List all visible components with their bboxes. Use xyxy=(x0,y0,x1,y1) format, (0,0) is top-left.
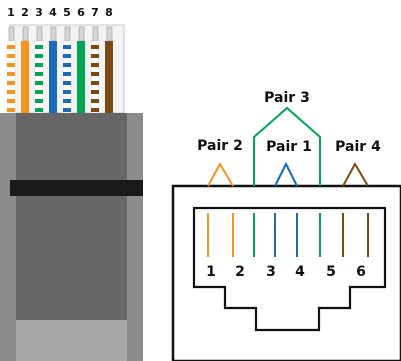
plug-pin-number-7: 7 xyxy=(91,6,99,19)
plug-wire-3-stripe xyxy=(35,45,43,49)
plug-wire-1-stripe xyxy=(7,45,15,49)
contact-4 xyxy=(50,26,57,42)
plug-wire-3-stripe xyxy=(35,63,43,67)
plug-wire-5-stripe xyxy=(63,90,71,94)
plug-pin-number-6: 6 xyxy=(77,6,85,19)
pair3-label: Pair 3 xyxy=(264,90,310,106)
plug-connector: 1 2 3 4 5 6 7 8 xyxy=(0,6,143,361)
plug-wire-5-stripe xyxy=(63,81,71,85)
plug-pin-number-1: 1 xyxy=(7,6,15,19)
contact-5 xyxy=(64,26,71,42)
plug-pin-number-8: 8 xyxy=(105,6,113,19)
pair-connectors xyxy=(207,106,369,187)
pair-labels: Pair 3 Pair 2 Pair 1 Pair 4 xyxy=(197,90,381,155)
plug-pin-number-4: 4 xyxy=(49,6,57,19)
plug-wire-1-stripe xyxy=(7,72,15,76)
plug-wire-1-stripe xyxy=(7,54,15,58)
jack-pin-number-2: 2 xyxy=(235,264,245,280)
jack-frame xyxy=(171,184,401,361)
plug-wire-2 xyxy=(21,41,29,113)
plug-wire-8 xyxy=(105,41,113,113)
plug-body xyxy=(16,113,127,361)
plug-wire-5-stripe xyxy=(63,108,71,112)
plug-wire-3-stripe xyxy=(35,108,43,112)
plug-pin-number-3: 3 xyxy=(35,6,43,19)
contact-3 xyxy=(36,26,43,42)
contact-8 xyxy=(106,26,113,42)
plug-wire-6 xyxy=(77,41,85,113)
plug-wire-5-stripe xyxy=(63,54,71,58)
pair2-connector xyxy=(207,161,234,187)
contact-2 xyxy=(22,26,29,42)
plug-pin-number-5: 5 xyxy=(63,6,71,19)
plug-pin-number-2: 2 xyxy=(21,6,29,19)
plug-wire-3-stripe xyxy=(35,72,43,76)
plug-wire-7-stripe xyxy=(91,72,99,76)
plug-wire-7-stripe xyxy=(91,81,99,85)
plug-wire-1-stripe xyxy=(7,90,15,94)
plug-wire-7-stripe xyxy=(91,54,99,58)
contact-7 xyxy=(92,26,99,42)
plug-wire-5-stripe xyxy=(63,99,71,103)
contact-1 xyxy=(8,26,15,42)
jack-pin-number-5: 5 xyxy=(326,264,336,280)
plug-wire-7-stripe xyxy=(91,45,99,49)
pair1-label: Pair 1 xyxy=(266,139,312,155)
plug-wire-5-stripe xyxy=(63,72,71,76)
plug-wire-3-stripe xyxy=(35,54,43,58)
plug-wire-7-stripe xyxy=(91,108,99,112)
plug-wire-3-stripe xyxy=(35,99,43,103)
plug-wire-1-stripe xyxy=(7,63,15,67)
pair4-label: Pair 4 xyxy=(335,139,381,155)
jack-socket-outline xyxy=(192,206,387,332)
contact-6 xyxy=(78,26,85,42)
jack-pin-numbers: 1 2 3 4 5 6 xyxy=(206,264,366,280)
plug-wire-1-stripe xyxy=(7,99,15,103)
pair4-connector xyxy=(342,161,369,187)
plug-boot xyxy=(16,320,127,361)
jack-connector: 1 2 3 4 5 6 Pair 3 Pair 2 Pair 1 Pair 4 xyxy=(171,90,401,361)
plug-wire-7-stripe xyxy=(91,63,99,67)
plug-wire-1-stripe xyxy=(7,81,15,85)
plug-wire-7-stripe xyxy=(91,99,99,103)
jack-contacts xyxy=(207,213,369,257)
pair2-label: Pair 2 xyxy=(197,138,243,154)
jack-pin-number-6: 6 xyxy=(356,264,366,280)
plug-wire-1-stripe xyxy=(7,108,15,112)
plug-pin-numbers: 1 2 3 4 5 6 7 8 xyxy=(7,6,113,19)
pair1-connector xyxy=(274,161,298,187)
plug-wires xyxy=(6,40,113,114)
plug-wire-3-stripe xyxy=(35,90,43,94)
pair3-connector xyxy=(253,106,321,186)
jack-pin-number-4: 4 xyxy=(295,264,305,280)
plug-latch-band xyxy=(10,180,143,196)
jack-pin-number-1: 1 xyxy=(206,264,216,280)
plug-wire-4 xyxy=(49,41,57,113)
jack-pin-number-3: 3 xyxy=(266,264,276,280)
plug-wire-7-stripe xyxy=(91,90,99,94)
plug-wire-3-stripe xyxy=(35,81,43,85)
plug-wire-5-stripe xyxy=(63,63,71,67)
plug-wire-5-stripe xyxy=(63,45,71,49)
